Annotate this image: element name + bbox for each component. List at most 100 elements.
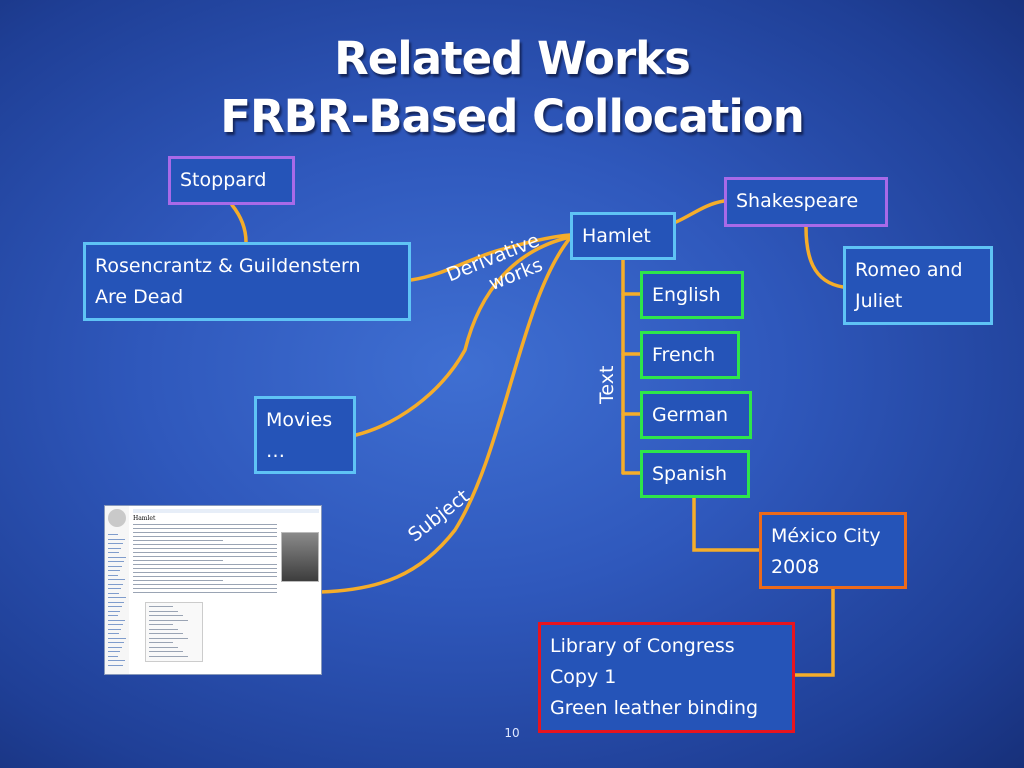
wiki-sidebar-link (108, 579, 125, 580)
stoppard-node: Stoppard (168, 156, 295, 205)
library-line-3: Green leather binding (550, 697, 759, 719)
french-label: French (652, 344, 716, 366)
wiki-text-line (133, 536, 277, 537)
movies-line-2: … (266, 440, 285, 462)
wiki-text-line (133, 540, 223, 541)
wiki-header-bar (133, 509, 319, 513)
wiki-text-line (133, 548, 277, 549)
wiki-contents-line (149, 646, 178, 648)
library-of-congress-node: Library of Congress Copy 1 Green leather… (538, 622, 795, 733)
spanish-node: Spanish (640, 450, 750, 498)
wiki-sidebar-link (108, 534, 118, 535)
wiki-sidebar-link (108, 570, 120, 571)
wiki-portrait-image (281, 532, 319, 582)
wiki-contents-line (149, 615, 183, 616)
wiki-contents-box (145, 602, 203, 662)
wiki-text-line (133, 544, 277, 545)
wiki-sidebar-link (108, 615, 118, 616)
wiki-contents-line (149, 610, 178, 612)
wiki-sidebar-link (108, 556, 126, 558)
rosencrantz-line-1: Rosencrantz & Guildenstern (95, 255, 361, 277)
wiki-sidebar-link (108, 583, 123, 585)
wiki-text-line (133, 584, 277, 585)
wiki-sidebar-link (108, 655, 118, 657)
wiki-sidebar-link (108, 619, 125, 621)
mexico-line-2: 2008 (771, 556, 820, 578)
mexico-line-1: México City (771, 525, 881, 547)
english-node: English (640, 271, 744, 319)
library-line-1: Library of Congress (550, 635, 735, 657)
text-label: Text (596, 365, 618, 404)
wiki-sidebar-link (108, 610, 120, 612)
german-label: German (652, 404, 729, 426)
wiki-sidebar-link (108, 651, 120, 652)
wiki-sidebar-link (108, 628, 121, 630)
wiki-sidebar-link (108, 565, 122, 567)
wiki-sidebar-link (108, 561, 124, 562)
hamlet-label: Hamlet (582, 225, 651, 247)
shakespeare-node: Shakespeare (724, 177, 888, 227)
wiki-text-line (133, 524, 277, 525)
wiki-contents-line (149, 637, 188, 639)
german-node: German (640, 391, 752, 439)
english-label: English (652, 284, 721, 306)
connector-shakespeare-romeo (804, 225, 845, 289)
connector-movies-hamlet (354, 235, 572, 437)
wiki-text-line (133, 588, 277, 589)
wiki-sidebar-link (108, 592, 119, 594)
wiki-sidebar-link (108, 574, 118, 576)
library-line-2: Copy 1 (550, 666, 617, 688)
hamlet-node: Hamlet (570, 212, 676, 260)
wiki-sidebar-link (108, 601, 124, 603)
spanish-label: Spanish (652, 463, 728, 485)
romeo-line-1: Romeo and (855, 259, 963, 281)
connector-hamlet-shakespeare (674, 199, 726, 224)
wiki-text-line (133, 532, 277, 533)
wiki-text-line (133, 576, 277, 577)
connector-rosencrantz-hamlet (409, 233, 572, 282)
wiki-sidebar (105, 506, 129, 674)
wiki-sidebar-link (108, 624, 123, 625)
romeo-juliet-node: Romeo and Juliet (843, 246, 993, 325)
title-line-2: FRBR-Based Collocation (220, 90, 805, 143)
connector-wiki-hamlet (318, 236, 572, 594)
wiki-contents-line (149, 642, 173, 643)
wiki-sidebar-link (108, 552, 119, 553)
mexico-city-node: México City 2008 (759, 512, 907, 589)
title-line-1: Related Works (334, 32, 691, 85)
wiki-contents-line (149, 651, 183, 652)
wiki-contents-line (149, 619, 188, 621)
wiki-sidebar-link (108, 547, 121, 549)
wiki-text-line (133, 556, 277, 557)
wiki-article-title: Hamlet (133, 515, 156, 522)
wiki-contents-line (149, 628, 178, 630)
wiki-sidebar-link (108, 642, 124, 643)
connector-stoppard-rosencrantz (230, 203, 248, 244)
wiki-contents-line (149, 624, 173, 625)
wiki-text-line (133, 572, 277, 573)
wiki-sidebar-link (108, 606, 122, 607)
connector-mexico-library (793, 587, 835, 677)
wiki-sidebar-link (108, 588, 121, 589)
wiki-text-line (133, 568, 277, 569)
stoppard-label: Stoppard (180, 169, 267, 191)
rosencrantz-node: Rosencrantz & Guildenstern Are Dead (83, 242, 411, 321)
wiki-contents-line (149, 606, 173, 607)
movies-node: Movies … (254, 396, 356, 474)
wiki-text-line (133, 564, 277, 565)
connector-spanish-mexico (692, 496, 761, 552)
wiki-contents-line (149, 633, 183, 634)
wiki-sidebar-link (108, 660, 125, 661)
romeo-line-2: Juliet (855, 290, 903, 312)
wiki-text-line (133, 560, 223, 561)
french-node: French (640, 331, 740, 379)
wiki-text-line (133, 552, 277, 553)
wiki-globe-icon (108, 509, 126, 527)
wiki-sidebar-link (108, 538, 125, 540)
wiki-text-line (133, 528, 277, 529)
wiki-text-line (133, 592, 277, 593)
wiki-sidebar-link (108, 637, 126, 639)
wiki-contents-line (149, 655, 188, 657)
wiki-sidebar-link (108, 633, 119, 634)
